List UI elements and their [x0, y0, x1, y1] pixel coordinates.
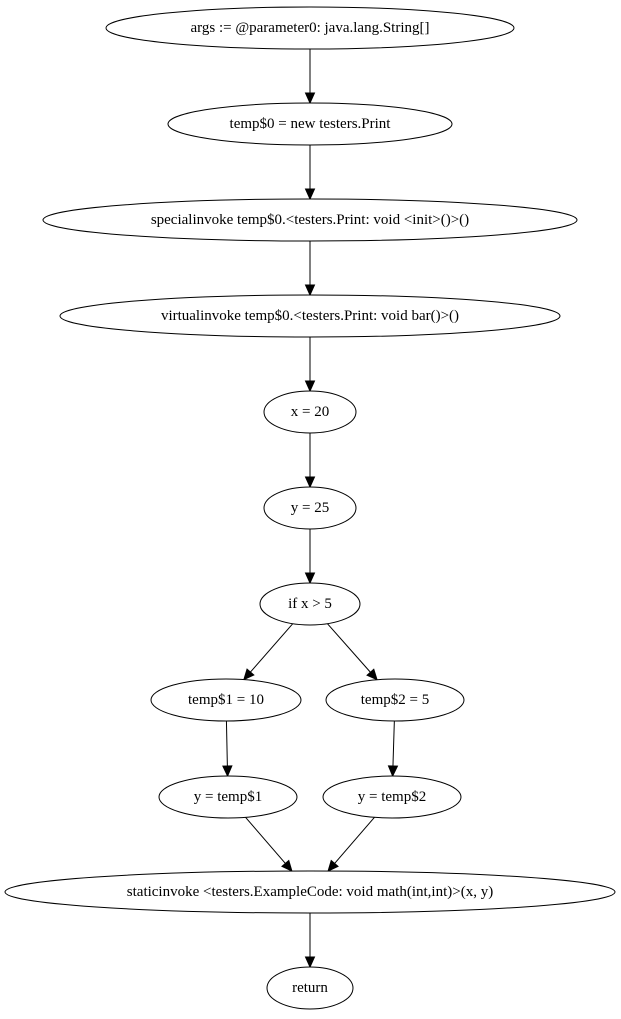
edge-n0-n1: [304, 49, 316, 105]
edge-n2-n3: [304, 241, 316, 297]
node-label: temp$2 = 5: [361, 692, 429, 708]
edge-n7-n9: [222, 720, 233, 778]
arrowhead-icon: [304, 380, 316, 393]
node-y-temp2: y = temp$2: [322, 775, 462, 819]
edge-n1-n2: [304, 145, 316, 201]
edge-line: [334, 816, 375, 864]
node-label: specialinvoke temp$0.<testers.Print: voi…: [151, 212, 469, 228]
node-label: y = temp$2: [358, 789, 426, 805]
arrowhead-icon: [327, 859, 339, 872]
node-args-param: args := @parameter0: java.lang.String[]: [105, 6, 515, 50]
edge-line: [225, 720, 228, 767]
edge-n11-n12: [304, 913, 316, 969]
arrowhead-icon: [366, 668, 378, 681]
arrowhead-icon: [304, 92, 316, 105]
node-label: y = 25: [291, 500, 329, 516]
node-staticinvoke: staticinvoke <testers.ExampleCode: void …: [4, 870, 616, 914]
node-label: x = 20: [291, 404, 329, 420]
node-if-condition: if x > 5: [259, 582, 361, 626]
node-new-print: temp$0 = new testers.Print: [167, 102, 453, 146]
node-label: temp$0 = new testers.Print: [230, 116, 392, 132]
edge-line: [327, 623, 371, 673]
edge-n8-n10: [387, 720, 399, 778]
node-assign-y: y = 25: [263, 486, 357, 530]
edge-n6-n8: [327, 623, 378, 681]
edge-line: [392, 720, 395, 767]
arrowhead-icon: [304, 572, 316, 585]
node-label: virtualinvoke temp$0.<testers.Print: voi…: [161, 308, 459, 324]
node-specialinvoke: specialinvoke temp$0.<testers.Print: voi…: [42, 198, 578, 242]
edge-n5-n6: [304, 529, 316, 585]
node-label: staticinvoke <testers.ExampleCode: void …: [127, 884, 493, 900]
edge-line: [250, 623, 294, 673]
node-label: y = temp$1: [194, 789, 262, 805]
arrowhead-icon: [222, 765, 233, 778]
node-y-temp1: y = temp$1: [158, 775, 298, 819]
node-label: if x > 5: [288, 596, 332, 612]
arrowhead-icon: [281, 859, 293, 872]
edge-n4-n5: [304, 433, 316, 489]
node-return: return: [266, 966, 354, 1010]
nodes-layer: args := @parameter0: java.lang.String[] …: [4, 6, 616, 1010]
node-label: args := @parameter0: java.lang.String[]: [190, 20, 429, 36]
edge-n6-n7: [243, 623, 294, 681]
arrowhead-icon: [387, 765, 399, 778]
node-label: return: [292, 980, 328, 996]
arrowhead-icon: [304, 284, 316, 297]
edges-layer: [222, 49, 399, 969]
edge-n9-n11: [245, 816, 293, 872]
arrowhead-icon: [304, 956, 316, 969]
arrowhead-icon: [304, 188, 316, 201]
edge-line: [245, 816, 286, 864]
edge-n3-n4: [304, 337, 316, 393]
arrowhead-icon: [304, 476, 316, 489]
node-virtualinvoke: virtualinvoke temp$0.<testers.Print: voi…: [59, 294, 561, 338]
node-label: temp$1 = 10: [188, 692, 264, 708]
node-temp2: temp$2 = 5: [325, 678, 465, 722]
node-temp1: temp$1 = 10: [150, 678, 302, 722]
edge-n10-n11: [327, 816, 375, 872]
arrowhead-icon: [243, 668, 255, 681]
node-assign-x: x = 20: [263, 390, 357, 434]
